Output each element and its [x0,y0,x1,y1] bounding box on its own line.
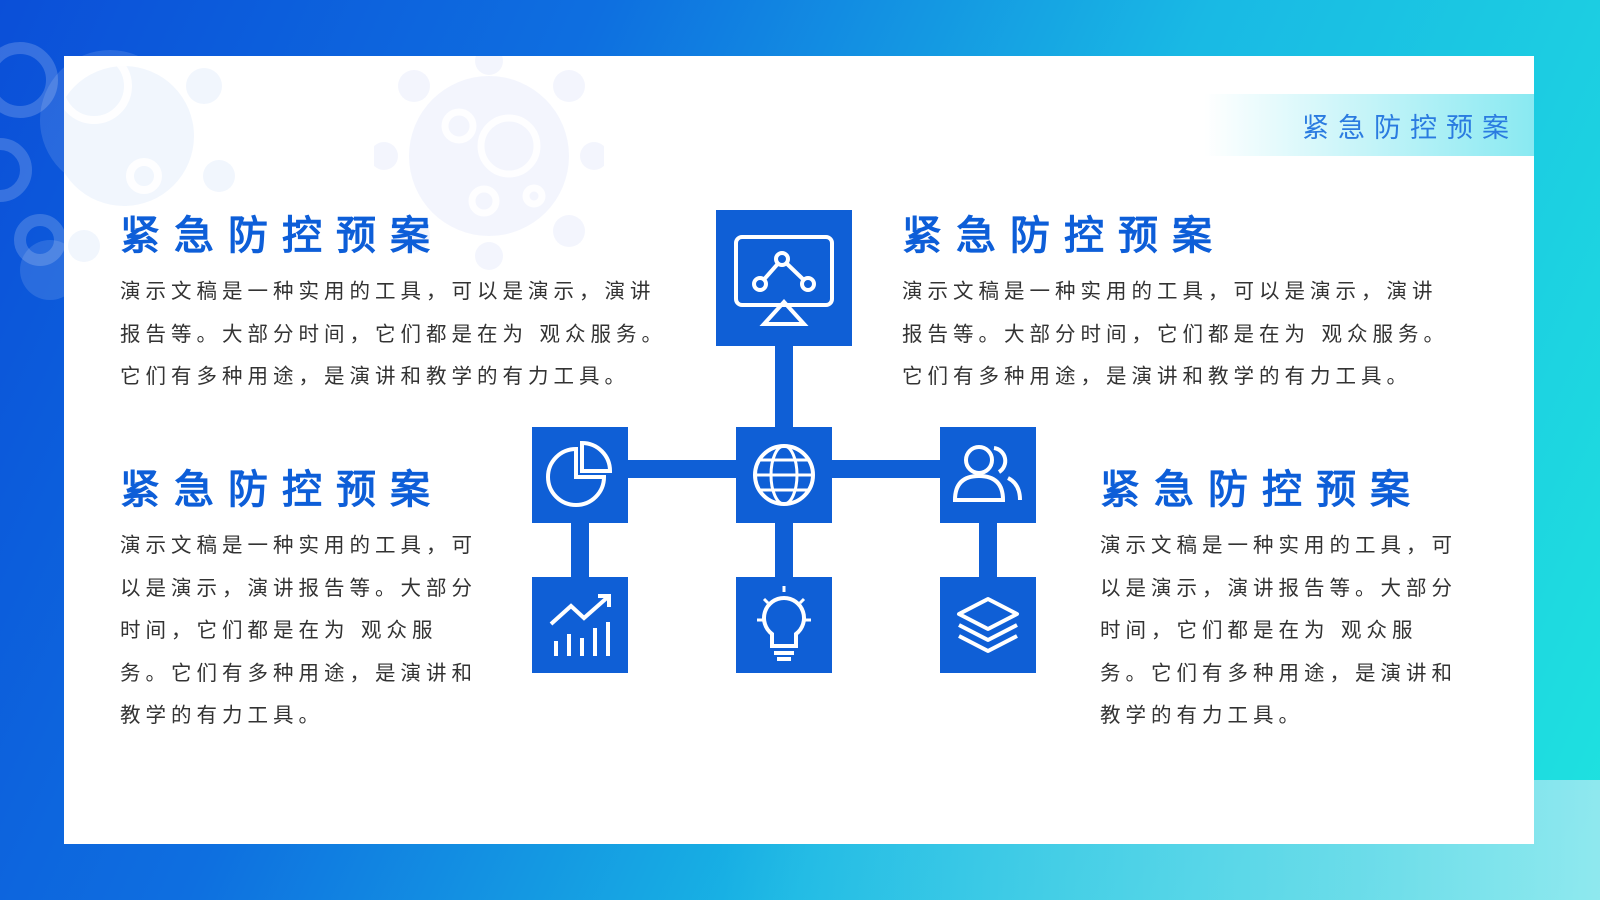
block-title: 紧急防控预案 [120,467,444,513]
globe-icon [736,427,832,523]
header-tag-text: 紧急防控预案 [1302,112,1518,144]
text-block-bottom-right: 紧急防控预案 演示文稿是一种实用的工具，可以是演示，演讲报告等。大部分时间，它们… [1100,464,1465,737]
block-title: 紧急防控预案 [120,213,444,259]
text-block-top-right: 紧急防控预案 演示文稿是一种实用的工具，可以是演示，演讲报告等。大部分时间，它们… [902,210,1462,398]
block-title: 紧急防控预案 [902,213,1226,259]
virus-decoration-icon [374,56,604,270]
content-panel: 紧急防控预案 紧急防控预案 演示文稿是一种实用的工具，可以是演示，演讲报告等。大… [64,56,1534,844]
block-title: 紧急防控预案 [1100,467,1424,513]
layers-icon [940,577,1036,673]
virus-decoration-icon [64,56,235,262]
lightbulb-icon [736,577,832,673]
block-text: 演示文稿是一种实用的工具，可以是演示，演讲报告等。大部分时间，它们都是在为 观众… [120,279,668,388]
presentation-icon [716,210,852,346]
header-tag: 紧急防控预案 [1204,94,1534,156]
pie-chart-icon [532,427,628,523]
connector-lines [571,340,997,578]
block-text: 演示文稿是一种实用的工具，可以是演示，演讲报告等。大部分时间，它们都是在为 观众… [1100,533,1457,727]
block-text: 演示文稿是一种实用的工具，可以是演示，演讲报告等。大部分时间，它们都是在为 观众… [902,279,1450,388]
text-block-bottom-left: 紧急防控预案 演示文稿是一种实用的工具，可以是演示，演讲报告等。大部分时间，它们… [120,464,485,737]
growth-chart-icon [532,577,628,673]
text-block-top-left: 紧急防控预案 演示文稿是一种实用的工具，可以是演示，演讲报告等。大部分时间，它们… [120,210,680,398]
icon-hub-diagram [532,210,1036,673]
block-text: 演示文稿是一种实用的工具，可以是演示，演讲报告等。大部分时间，它们都是在为 观众… [120,533,477,727]
users-icon [940,427,1036,523]
